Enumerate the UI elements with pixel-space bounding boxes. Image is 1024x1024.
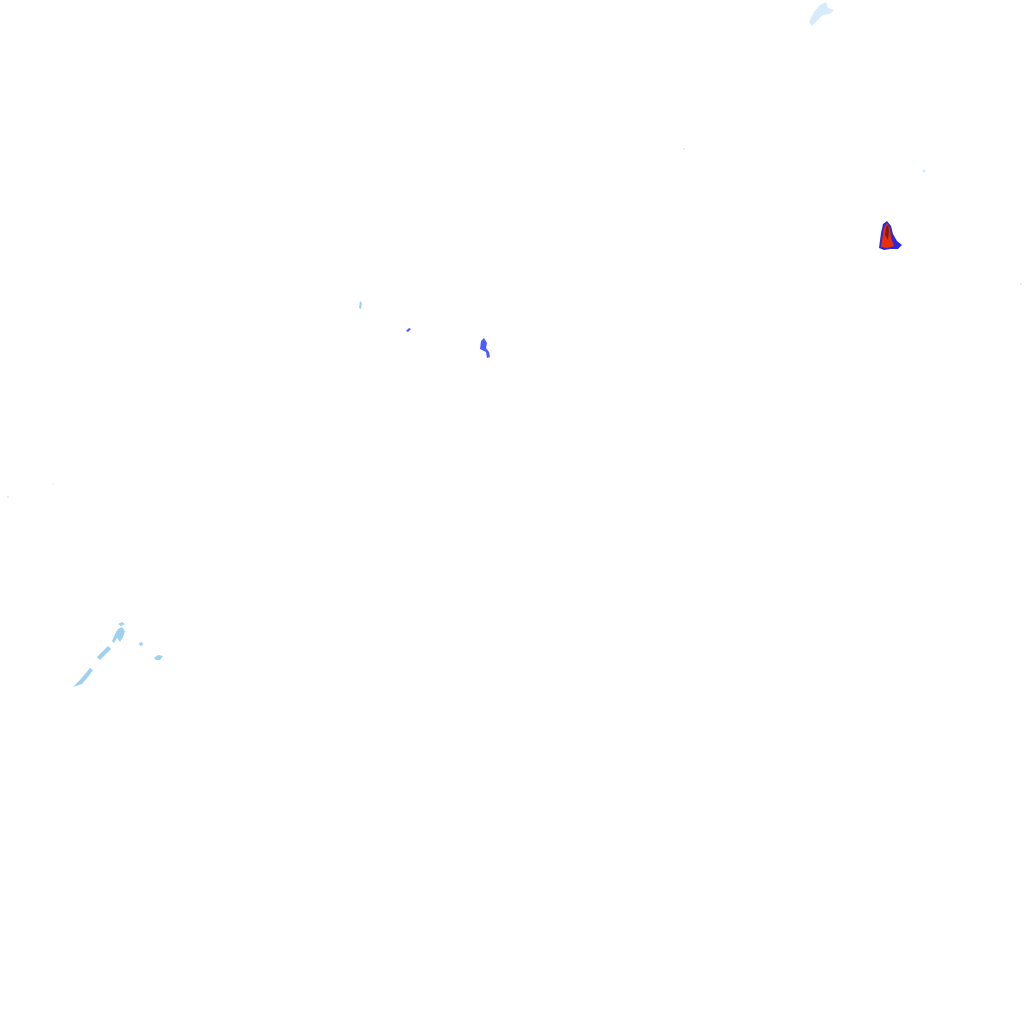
precip-echo [73,668,93,687]
precip-speck [1020,283,1022,285]
precip-cell-south-west [73,622,163,687]
precip-echo [480,338,490,358]
precip-echo [112,627,125,643]
precip-echo [139,642,143,646]
precip-cell-north-east-top [809,2,834,26]
precip-echo [809,2,834,26]
precip-cell-central-sliver [359,301,362,309]
precip-speck [52,483,54,485]
precip-speck [922,169,926,173]
precip-cell-central-small [406,328,411,332]
precip-speck [7,496,9,498]
precip-echo [118,622,125,626]
precip-cell-central [480,338,490,358]
precip-echo [406,328,411,332]
precip-echo [359,301,362,309]
precip-speckles [7,148,1022,498]
precip-echo-center [885,225,889,240]
precip-echo [97,646,111,660]
precip-echo [154,655,163,660]
precip-cell-east [879,221,902,250]
precip-speck [683,148,685,150]
